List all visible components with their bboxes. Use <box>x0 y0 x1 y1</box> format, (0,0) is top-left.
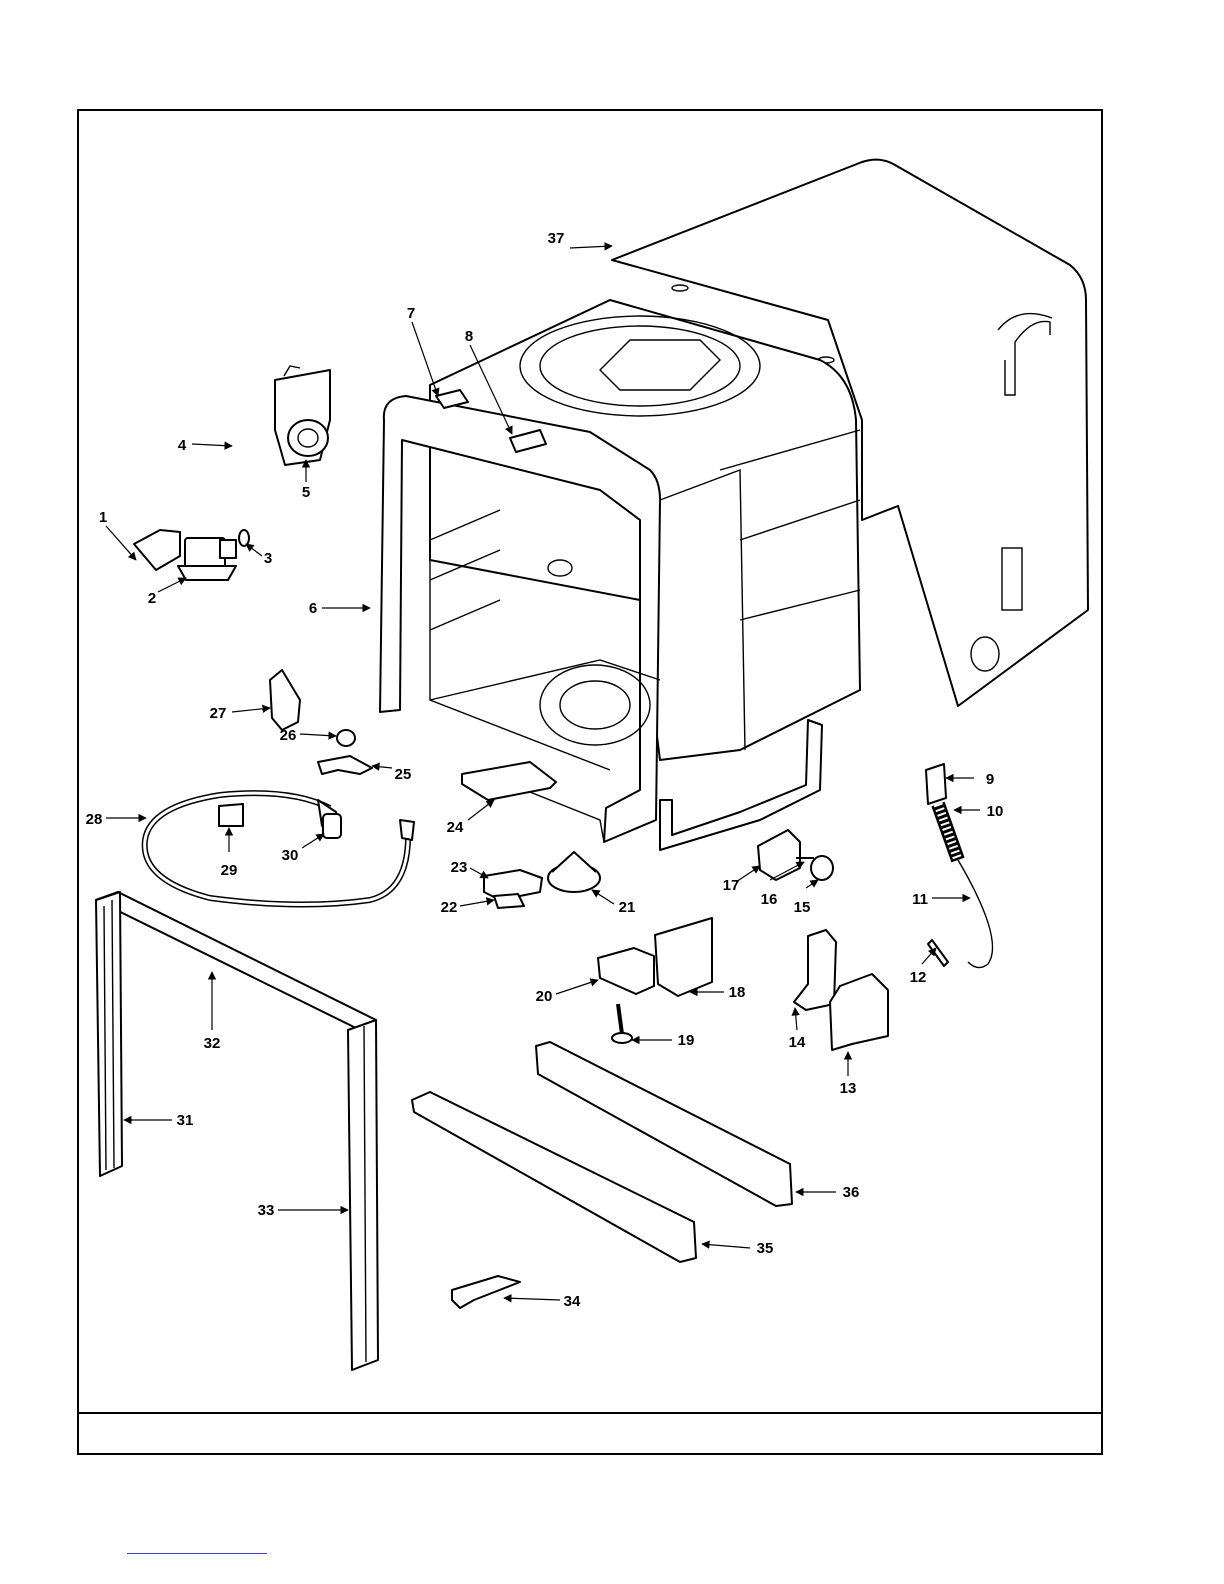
part-19-leveling-leg <box>612 1004 632 1043</box>
part-1-valve-bracket <box>134 530 180 570</box>
callout-28: 28 <box>86 811 103 828</box>
callout-1: 1 <box>99 509 107 526</box>
callout-23: 23 <box>451 859 468 876</box>
part-15-roller <box>811 856 833 880</box>
part-25-clip <box>318 756 372 774</box>
callout-36: 36 <box>843 1184 860 1201</box>
callout-9: 9 <box>986 771 994 788</box>
callout-19: 19 <box>678 1032 695 1049</box>
callout-33: 33 <box>258 1202 275 1219</box>
callout-6: 6 <box>309 600 317 617</box>
tub-assembly <box>380 300 860 850</box>
part-9-spring-bracket <box>926 764 946 804</box>
callout-18: 18 <box>729 984 746 1001</box>
part-27-bracket <box>270 670 300 730</box>
part-22-switch-lever <box>494 894 524 908</box>
part-24-plate <box>462 762 556 800</box>
callout-12: 12 <box>910 969 927 986</box>
callout-3: 3 <box>264 550 272 567</box>
callout-30: 30 <box>282 847 299 864</box>
callout-14: 14 <box>789 1034 806 1051</box>
part-33-right-trim <box>348 1020 378 1370</box>
callout-34: 34 <box>564 1293 581 1310</box>
part-21-float <box>548 852 600 892</box>
callout-20: 20 <box>536 988 553 1005</box>
part-18-mount-bracket <box>655 918 712 996</box>
callout-32: 32 <box>204 1035 221 1052</box>
callout-11: 11 <box>912 891 928 908</box>
part-32-top-trim <box>96 892 376 1030</box>
part-5-dispenser <box>275 366 330 465</box>
callout-31: 31 <box>177 1112 194 1129</box>
part-13-side-support <box>830 974 888 1050</box>
callout-26: 26 <box>280 727 297 744</box>
callout-8: 8 <box>465 328 473 345</box>
part-10-door-spring <box>938 804 958 860</box>
part-29-clamp <box>219 804 243 826</box>
part-28-drain-hose <box>145 793 414 904</box>
part-14-side-bracket <box>794 930 836 1010</box>
part-26-cap <box>337 730 355 746</box>
callout-24: 24 <box>447 819 464 836</box>
callout-17: 17 <box>723 877 740 894</box>
callout-13: 13 <box>840 1080 857 1097</box>
callout-15: 15 <box>794 899 811 916</box>
part-34-clip <box>452 1276 520 1308</box>
callout-22: 22 <box>441 899 458 916</box>
callout-2: 2 <box>148 590 156 607</box>
callout-27: 27 <box>210 705 227 722</box>
part-2-water-valve <box>178 538 236 580</box>
part-11-cable <box>958 860 993 968</box>
part-17-hinge <box>758 830 800 880</box>
callout-5: 5 <box>302 484 310 501</box>
footer-link-underline[interactable] <box>127 1553 267 1554</box>
callout-35: 35 <box>757 1240 774 1257</box>
callout-29: 29 <box>221 862 238 879</box>
callout-10: 10 <box>987 803 1004 820</box>
part-31-left-trim <box>96 892 122 1176</box>
callout-4: 4 <box>178 437 187 454</box>
part-3-washer <box>239 530 249 546</box>
callout-37: 37 <box>548 230 565 247</box>
part-20-cover <box>598 948 654 994</box>
callout-16: 16 <box>761 891 778 908</box>
part-30-coupling <box>323 814 341 838</box>
callout-25: 25 <box>395 766 412 783</box>
callout-21: 21 <box>619 899 636 916</box>
callout-7: 7 <box>407 305 415 322</box>
